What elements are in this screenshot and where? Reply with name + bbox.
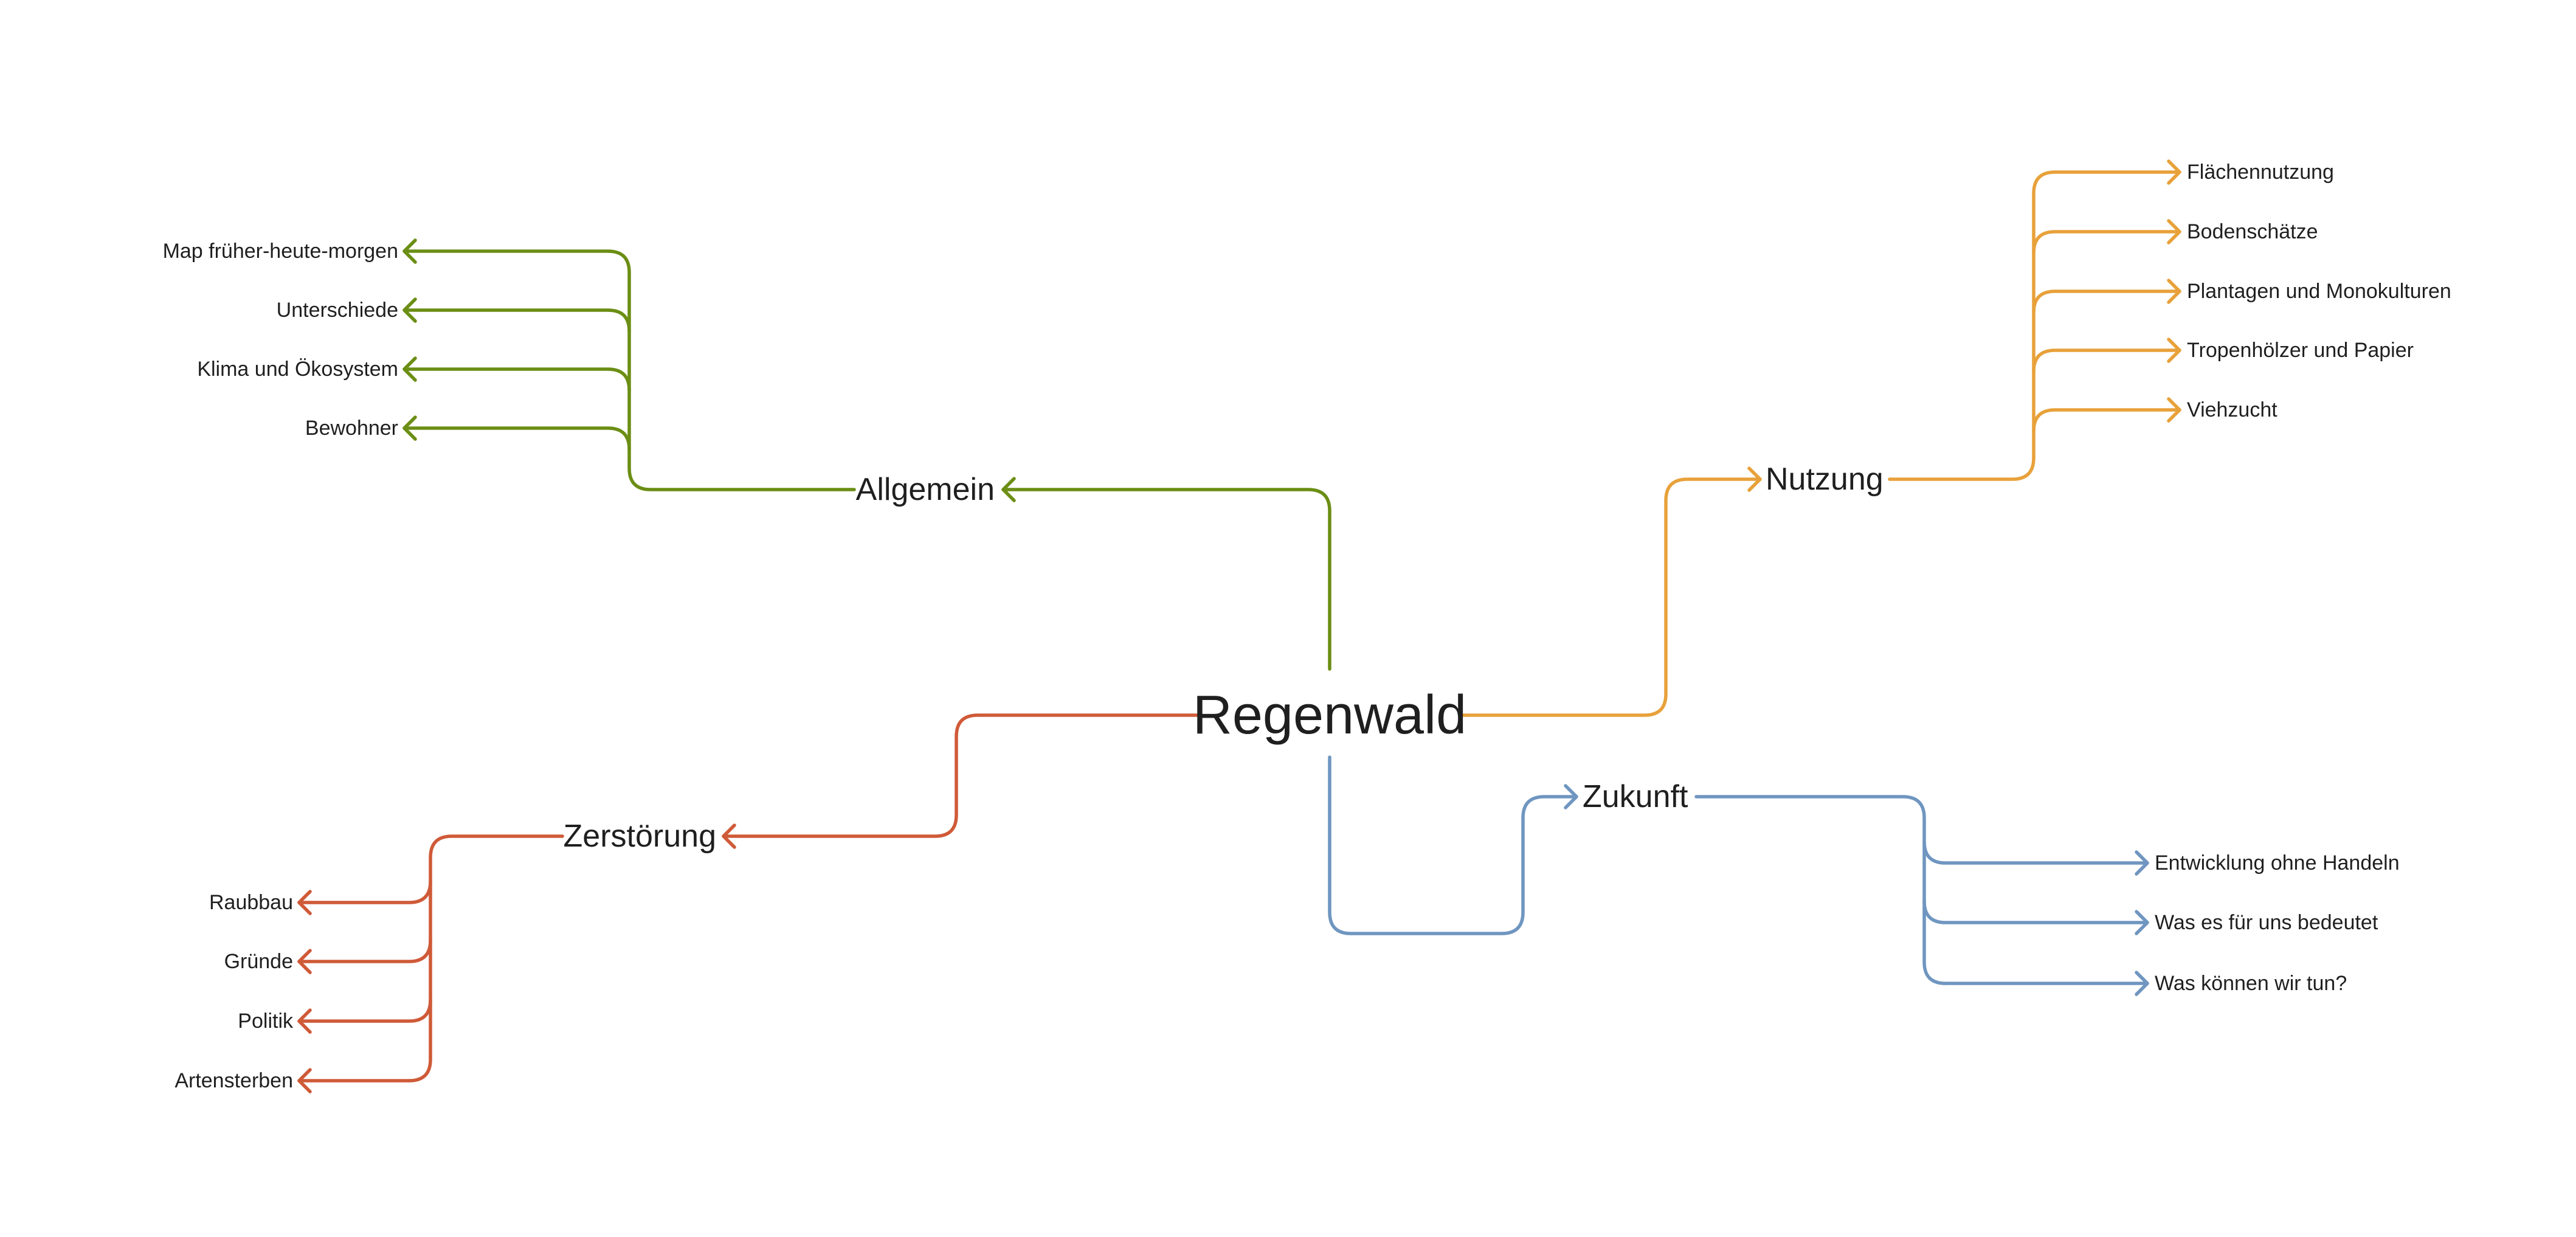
connector-zerstoerung-leaf-3 — [297, 998, 432, 1023]
arrow-nutzung-leaf-2 — [2167, 219, 2181, 244]
arrow-allgemein-leaf-4 — [402, 415, 417, 441]
leaf-nutzung-5[interactable]: Viehzucht — [2187, 398, 2277, 421]
arrow-zerstoerung-leaf-1 — [297, 890, 312, 915]
branch-zerstoerung: Zerstörung Raubbau Gründe Politik Artens… — [174, 713, 1200, 1093]
arrow-zukunft-leaf-2 — [2135, 910, 2149, 935]
connector-zukunft-leaf-1 — [1922, 840, 2149, 865]
leaf-zukunft-3[interactable]: Was können wir tun? — [2155, 972, 2347, 995]
connector-root-zerstoerung — [722, 713, 1200, 838]
leaf-zerstoerung-1[interactable]: Raubbau — [209, 891, 293, 914]
leaf-nutzung-2[interactable]: Bodenschätze — [2187, 220, 2318, 243]
arrow-allgemein-leaf-3 — [402, 356, 417, 382]
node-nutzung[interactable]: Nutzung — [1766, 462, 1884, 497]
leaf-allgemein-2[interactable]: Unterschiede — [277, 299, 398, 322]
arrow-nutzung — [1747, 466, 1762, 492]
connector-zukunft-trunk — [1694, 795, 1947, 985]
connector-nutzung-leaf-4 — [2032, 348, 2181, 373]
node-zukunft[interactable]: Zukunft — [1583, 779, 1688, 814]
arrow-allgemein — [1001, 477, 1016, 502]
leaf-nutzung-3[interactable]: Plantagen und Monokulturen — [2187, 280, 2451, 303]
arrow-nutzung-leaf-3 — [2167, 279, 2181, 304]
connector-root-allgemein — [1001, 488, 1331, 671]
connector-root-nutzung — [1460, 477, 1762, 717]
leaf-zukunft-2[interactable]: Was es für uns bedeutet — [2155, 911, 2378, 934]
branch-allgemein: Allgemein Map früher-heute-morgen Unters… — [163, 238, 1331, 671]
connector-allgemein-trunk — [606, 249, 856, 491]
leaf-nutzung-4[interactable]: Tropenhölzer und Papier — [2187, 339, 2414, 362]
leaf-zerstoerung-3[interactable]: Politik — [238, 1010, 294, 1033]
connector-allgemein-leaf-4 — [402, 426, 631, 451]
connector-nutzung-trunk — [1888, 170, 2057, 481]
leaf-allgemein-3[interactable]: Klima und Ökosystem — [197, 358, 398, 381]
arrow-zerstoerung — [722, 823, 736, 849]
arrow-allgemein-leaf-1 — [402, 238, 417, 264]
arrow-zerstoerung-leaf-4 — [297, 1068, 312, 1093]
arrow-allgemein-leaf-2 — [402, 297, 417, 323]
arrow-zerstoerung-leaf-2 — [297, 949, 312, 974]
branch-nutzung: Nutzung Flächennutzung Bodenschätze Plan… — [1460, 159, 2451, 717]
connector-root-zukunft — [1328, 755, 1578, 935]
arrow-zukunft-leaf-3 — [2135, 971, 2149, 996]
root-node[interactable]: Regenwald — [1193, 685, 1466, 746]
leaf-nutzung-1[interactable]: Flächennutzung — [2187, 161, 2334, 184]
arrow-nutzung-leaf-1 — [2167, 159, 2181, 185]
arrow-nutzung-leaf-4 — [2167, 338, 2181, 363]
connector-zukunft-leaf-2 — [1922, 899, 2149, 924]
connector-zerstoerung-leaf-1 — [297, 879, 432, 904]
arrow-zukunft-leaf-1 — [2135, 850, 2149, 876]
leaf-zerstoerung-2[interactable]: Gründe — [224, 950, 293, 973]
connector-allgemein-leaf-3 — [402, 367, 631, 392]
node-zerstoerung[interactable]: Zerstörung — [564, 819, 716, 854]
connector-zerstoerung-leaf-2 — [297, 938, 432, 963]
leaf-zerstoerung-4[interactable]: Artensterben — [174, 1069, 293, 1092]
connector-allgemein-leaf-2 — [402, 308, 631, 333]
node-allgemein[interactable]: Allgemein — [856, 472, 995, 507]
connector-zerstoerung-trunk — [407, 834, 564, 1083]
arrow-zukunft — [1564, 784, 1578, 809]
leaf-zukunft-1[interactable]: Entwicklung ohne Handeln — [2155, 851, 2400, 875]
arrow-nutzung-leaf-5 — [2167, 397, 2181, 423]
connector-nutzung-leaf-5 — [2032, 408, 2181, 433]
leaf-allgemein-4[interactable]: Bewohner — [305, 417, 398, 440]
leaf-allgemein-1[interactable]: Map früher-heute-morgen — [163, 240, 398, 263]
connector-nutzung-leaf-2 — [2032, 230, 2181, 255]
branch-zukunft: Zukunft Entwicklung ohne Handeln Was es … — [1328, 755, 2400, 996]
arrow-zerstoerung-leaf-3 — [297, 1008, 312, 1034]
connector-nutzung-leaf-3 — [2032, 289, 2181, 314]
